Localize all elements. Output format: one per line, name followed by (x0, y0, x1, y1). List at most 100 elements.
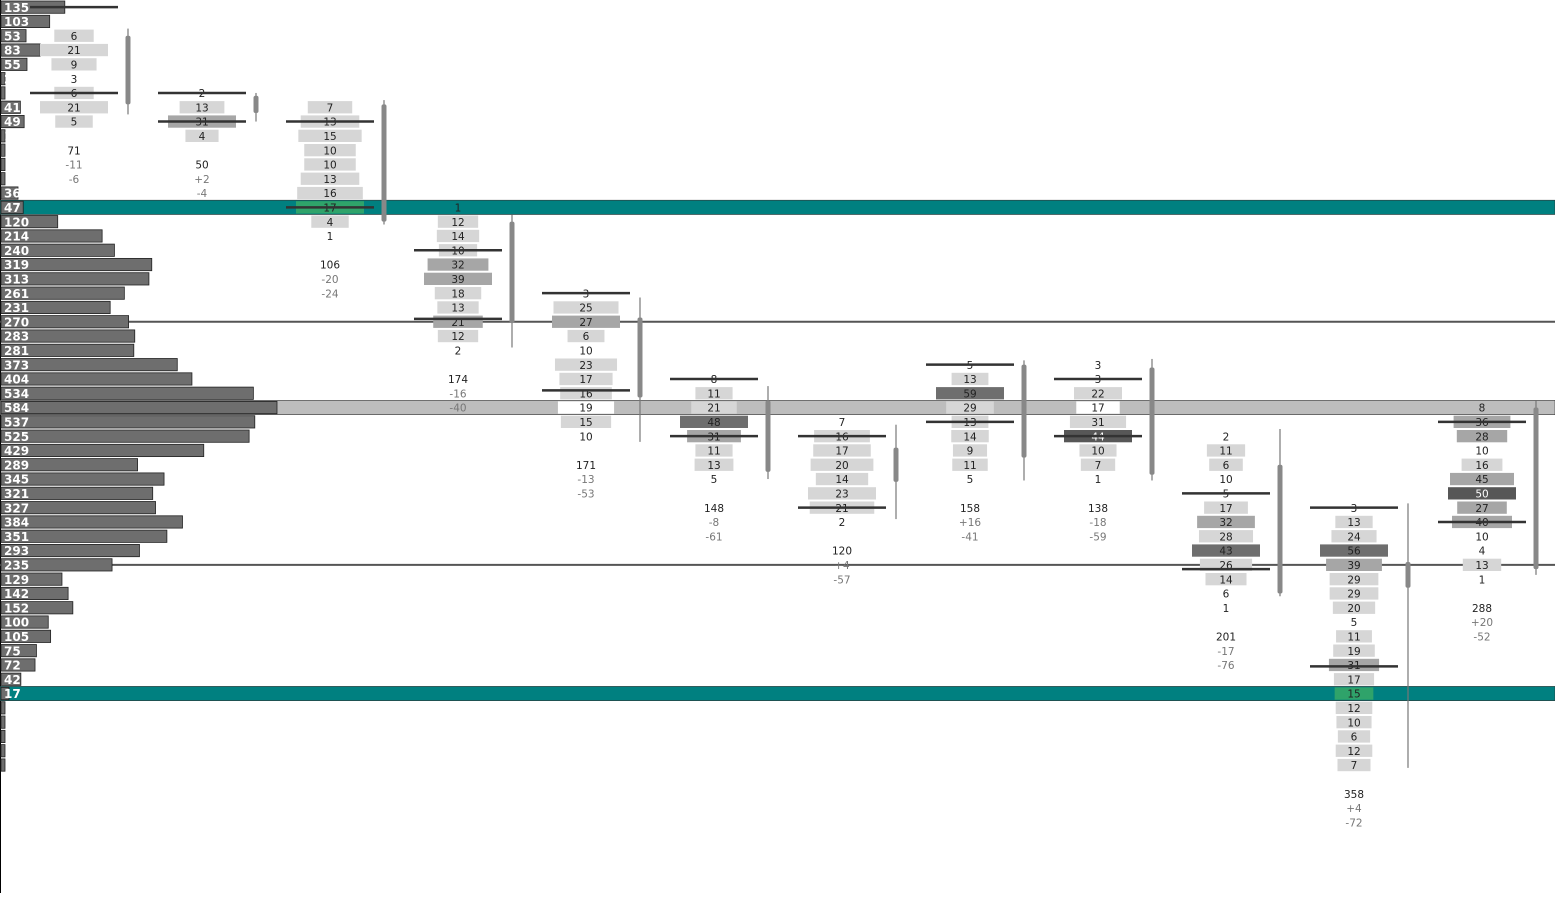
column-stat: +4 (834, 560, 850, 572)
footprint-cell-value: 23 (835, 489, 848, 501)
footprint-cell (694, 458, 734, 471)
footprint-cell (298, 129, 362, 142)
column-stat: -72 (1345, 817, 1362, 829)
profile-bar (0, 515, 183, 529)
footprint-cell-value: 4 (1479, 546, 1486, 558)
profile-label: 231 (4, 301, 29, 315)
profile-label: 72 (4, 659, 21, 673)
footprint-cell-value: 13 (323, 174, 336, 186)
footprint-cell (946, 401, 994, 414)
profile-bar (0, 143, 6, 157)
footprint-cell-value: 2 (1223, 431, 1230, 443)
footprint-cell (179, 101, 225, 114)
footprint-cell (1461, 458, 1503, 471)
profile-label: 321 (4, 487, 29, 501)
profile-label: 41 (4, 101, 21, 115)
footprint-cell-value: 8 (1479, 403, 1486, 415)
column-stat: -41 (961, 531, 978, 543)
profile-label: 351 (4, 530, 29, 544)
profile-label: 75 (4, 644, 21, 658)
profile-label: 135 (4, 1, 29, 15)
profile-label: 289 (4, 458, 29, 472)
column-stat: 106 (320, 260, 340, 272)
profile-label: 105 (4, 630, 29, 644)
footprint-cell-value: 2 (839, 517, 846, 529)
footprint-cell-value: 50 (1475, 489, 1488, 501)
profile-bar (0, 429, 250, 443)
footprint-cell-value: 20 (1347, 603, 1360, 615)
footprint-cell (808, 487, 876, 500)
profile-label: 429 (4, 444, 29, 458)
column-stat: +20 (1471, 617, 1493, 629)
footprint-cell-value: 12 (451, 331, 464, 343)
footprint-cell-value: 17 (1091, 403, 1104, 415)
footprint-cell-value: 3 (71, 74, 78, 86)
footprint-cell-value: 13 (1347, 517, 1360, 529)
footprint-cell-value: 2 (455, 346, 462, 358)
profile-bar (0, 200, 24, 214)
column-stat: -76 (1217, 660, 1234, 672)
footprint-cell-value: 1 (1095, 474, 1102, 486)
profile-bar (0, 701, 6, 715)
footprint-cell-value: 45 (1475, 474, 1488, 486)
footprint-cell-value: 48 (707, 417, 720, 429)
range-body (1405, 561, 1411, 588)
footprint-cell-value: 16 (1475, 460, 1489, 472)
profile-bar (0, 629, 52, 643)
profile-bar (0, 86, 6, 100)
column-stat: 358 (1344, 789, 1364, 801)
profile-bar (0, 72, 6, 86)
column-stat: 120 (832, 546, 852, 558)
footprint-cell-value: 15 (323, 131, 336, 143)
footprint-cell (1209, 458, 1243, 471)
column-stat: +4 (1346, 803, 1362, 815)
footprint-cell (560, 415, 612, 428)
profile-bar (0, 186, 19, 200)
profile-bar (0, 758, 6, 772)
footprint-cell-value: 14 (963, 431, 977, 443)
column-stat: 148 (704, 503, 724, 515)
footprint-cell (1206, 444, 1246, 457)
profile-label: 281 (4, 344, 29, 358)
profile-bar (0, 257, 153, 272)
footprint-cell (437, 301, 479, 314)
footprint-cell (1334, 687, 1374, 700)
footprint-cell (1079, 444, 1117, 457)
footprint-cell-value: 17 (579, 374, 592, 386)
profile-bar (0, 601, 74, 615)
profile-label: 47 (4, 201, 21, 215)
range-body (637, 317, 643, 398)
footprint-cell-value: 31 (1091, 417, 1104, 429)
profile-bar (0, 157, 6, 172)
footprint-cell-value: 14 (1219, 574, 1233, 586)
profile-bar (0, 229, 103, 243)
footprint-cell (51, 58, 97, 71)
profile-label: 345 (4, 473, 29, 487)
footprint-cell (554, 358, 618, 371)
footprint-cell (557, 401, 615, 414)
profile-label: 293 (4, 544, 29, 558)
footprint-cell-value: 17 (1219, 503, 1232, 515)
footprint-cell (1331, 530, 1377, 543)
footprint-cell (1204, 501, 1248, 514)
column-stat: -16 (449, 388, 466, 400)
profile-bar (0, 615, 49, 629)
footprint-cell-value: 1 (455, 203, 462, 215)
profile-bar (0, 486, 154, 500)
footprint-cell (1328, 658, 1380, 672)
footprint-cell-value: 1 (1479, 574, 1486, 586)
footprint-cell (680, 415, 748, 428)
profile-bar (0, 57, 28, 71)
footprint-cell (55, 115, 93, 128)
footprint-cell (1336, 630, 1372, 643)
footprint-cell-value: 10 (1475, 531, 1488, 543)
footprint-cell-value: 10 (579, 346, 592, 358)
profile-bar (0, 329, 136, 343)
footprint-cell (691, 401, 737, 414)
footprint-cell (951, 372, 989, 386)
footprint-cell-value: 13 (1475, 560, 1488, 572)
footprint-cell-value: 10 (1219, 474, 1232, 486)
footprint-cell (1457, 501, 1507, 514)
footprint-cell-value: 7 (1095, 460, 1102, 472)
footprint-cell-value: 28 (1475, 431, 1488, 443)
